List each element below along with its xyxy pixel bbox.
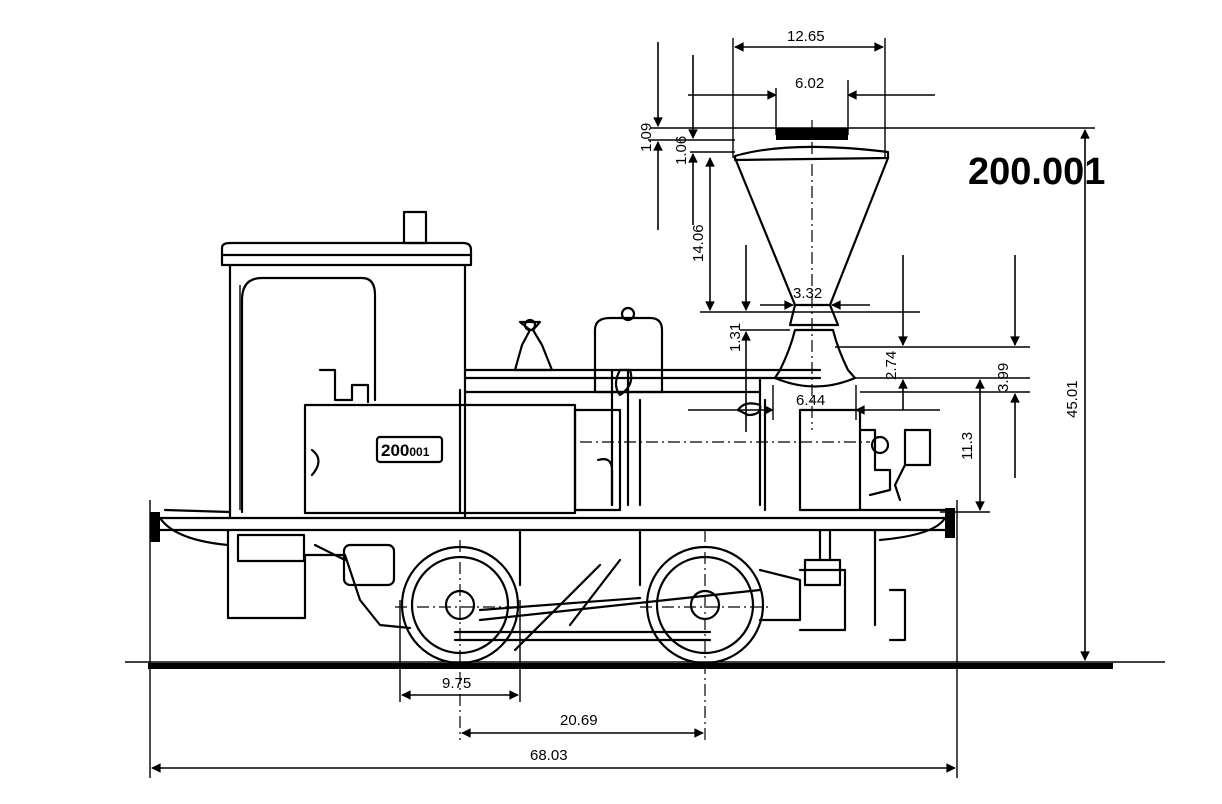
dim-funnel-height: 14.06 (690, 224, 707, 262)
chimney-neck (788, 303, 840, 327)
dim-boiler-height: 11.3 (959, 432, 976, 460)
number-plate (375, 435, 444, 464)
cab-roof (220, 241, 473, 267)
dim-rim-height: 1.06 (673, 136, 690, 165)
dim-chimney-cap-width: 6.02 (795, 75, 824, 92)
cab-roof-vent (402, 210, 428, 245)
dim-neck-width: 3.32 (793, 285, 822, 302)
boiler (463, 368, 822, 394)
chimney-cap (776, 128, 848, 140)
drawing-title: 200.001 (968, 151, 1105, 193)
dim-neck-height: 1.31 (727, 323, 744, 352)
dim-wheel-diameter: 9.75 (442, 675, 471, 692)
dim-base-height: 2.74 (883, 351, 900, 380)
dim-chimney-top-width: 12.65 (787, 28, 825, 45)
rear-buffer (150, 512, 160, 542)
front-buffer (945, 508, 955, 538)
side-tank (303, 403, 577, 515)
steam-dome (513, 320, 554, 372)
cab-opening (240, 276, 377, 514)
dim-cap-height: 1.09 (638, 123, 655, 152)
chimney-base (773, 328, 857, 388)
frame (158, 508, 952, 532)
coupling-rod (453, 630, 712, 642)
dim-base-total: 3.99 (995, 363, 1012, 392)
dim-overall-height: 45.01 (1064, 380, 1081, 418)
dim-wheelbase: 20.69 (560, 712, 598, 729)
dimension-lines (149, 38, 1095, 778)
locomotive-outline: 200001 (125, 120, 1165, 740)
sand-box (593, 316, 664, 394)
rail (148, 663, 1113, 669)
dim-overall-length: 68.03 (530, 747, 568, 764)
number-plate-text: 200001 (381, 441, 430, 460)
dim-base-width: 6.44 (796, 392, 825, 409)
cab-body (228, 263, 467, 520)
